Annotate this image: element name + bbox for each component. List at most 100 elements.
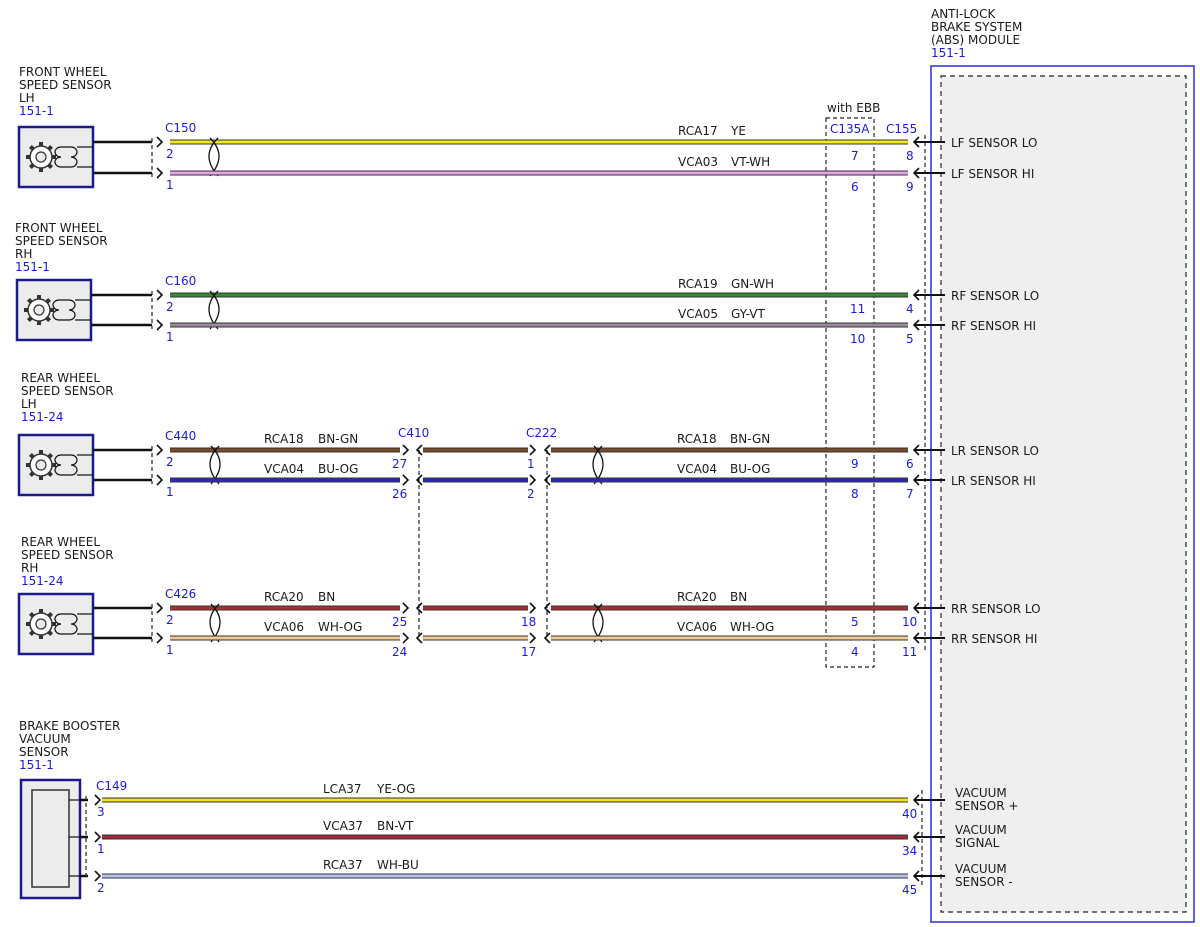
wire-color-label: GN-WH <box>731 277 774 291</box>
c222-pin: 1 <box>527 457 535 471</box>
wire-circuit-label: RCA37 <box>323 858 363 872</box>
component-pin: 2 <box>97 881 105 895</box>
ebb-connector-box: with EBB C135A <box>825 101 880 668</box>
connector-pin-arrow <box>156 136 164 148</box>
abs-signal-label: LR SENSOR HI <box>951 474 1036 488</box>
c222-pin: 17 <box>521 645 536 659</box>
wire-circuit-label: RCA19 <box>678 277 718 291</box>
wire-color-label: BN-GN <box>730 432 770 446</box>
component-pin: 3 <box>97 805 105 819</box>
wire-color-label: BN-VT <box>377 819 414 833</box>
abs-pin: 40 <box>902 807 917 821</box>
connector-pin-arrow <box>94 870 102 882</box>
gear-icon <box>26 450 56 480</box>
gear-icon <box>26 142 56 172</box>
abs-signal-label: SIGNAL <box>955 836 1000 850</box>
abs-signal-label: SENSOR + <box>955 799 1018 813</box>
component-name-line: LH <box>19 91 35 105</box>
component-name-line: VACUUM <box>19 732 71 746</box>
coil-icon <box>52 299 91 321</box>
component-name-line: FRONT WHEEL <box>15 221 103 235</box>
connector-pin-arrow <box>156 632 164 644</box>
component-ref: 151-1 <box>15 260 50 274</box>
abs-module-ref: 151-1 <box>931 46 966 60</box>
sensor-element-icon <box>31 789 70 888</box>
abs-signal-label: RR SENSOR HI <box>951 632 1037 646</box>
wire-circuit-label: RCA18 <box>677 432 717 446</box>
wire-color-label: YE-OG <box>376 782 415 796</box>
component-pin: 2 <box>166 300 174 314</box>
component-pin: 2 <box>166 147 174 161</box>
connector-pin-arrow <box>415 474 423 486</box>
ebb-pin: 4 <box>851 645 859 659</box>
connector-pin-arrow <box>415 632 423 644</box>
abs-module: ANTI-LOCK BRAKE SYSTEM (ABS) MODULE 151-… <box>930 7 1195 923</box>
ebb-pin: 11 <box>850 302 865 316</box>
component-pin: 1 <box>166 178 174 192</box>
connector-pin-arrow <box>529 632 537 644</box>
component-connector-label: C160 <box>165 274 196 288</box>
ebb-pin: 8 <box>851 487 859 501</box>
component-pin: 1 <box>166 485 174 499</box>
abs-pin: 45 <box>902 883 917 897</box>
wire-circuit-label: VCA06 <box>264 620 304 634</box>
abs-signal-label: LF SENSOR LO <box>951 136 1038 150</box>
abs-pin: 7 <box>906 487 914 501</box>
coil-icon <box>54 146 93 168</box>
c222-pin: 18 <box>521 615 536 629</box>
wire-color-label: WH-BU <box>377 858 419 872</box>
component-ref: 151-1 <box>19 104 54 118</box>
connector-pin-arrow <box>415 444 423 456</box>
ebb-pin: 6 <box>851 180 859 194</box>
component-connector-label: C440 <box>165 429 196 443</box>
connector-pin-arrow <box>543 632 551 644</box>
wire-color-label: BN <box>730 590 747 604</box>
inline-connector-c222-label: C222 <box>526 426 557 440</box>
abs-signal-label: LF SENSOR HI <box>951 167 1034 181</box>
wire-color-label: YE <box>730 124 746 138</box>
connector-pin-arrow <box>529 602 537 614</box>
ebb-pin: 5 <box>851 615 859 629</box>
abs-pin: 8 <box>906 149 914 163</box>
component-pin: 2 <box>166 455 174 469</box>
component-pin: 2 <box>166 613 174 627</box>
ebb-pin: 9 <box>851 457 859 471</box>
abs-signal-label: SENSOR - <box>955 875 1013 889</box>
abs-signal-label: VACUUM <box>955 786 1007 800</box>
component-ref: 151-1 <box>19 758 54 772</box>
gear-icon <box>24 295 54 325</box>
connector-pin-arrow <box>402 632 410 644</box>
c222-pin: 2 <box>527 487 535 501</box>
connector-pin-arrow <box>156 602 164 614</box>
component-ref: 151-24 <box>21 410 64 424</box>
connector-pin-arrow <box>156 444 164 456</box>
wire-circuit-label: VCA04 <box>264 462 304 476</box>
component-pin: 1 <box>166 643 174 657</box>
gear-icon <box>26 609 56 639</box>
abs-signal-label: RF SENSOR HI <box>951 319 1036 333</box>
wire-circuit-label: VCA04 <box>677 462 717 476</box>
abs-pin: 9 <box>906 180 914 194</box>
connector-pin-arrow <box>94 794 102 806</box>
component-name-line: SPEED SENSOR <box>21 384 114 398</box>
wire-color-label: BN-GN <box>318 432 358 446</box>
component-name-line: RH <box>21 561 38 575</box>
abs-module-title-line-3: (ABS) MODULE <box>931 33 1020 47</box>
connector-pin-arrow <box>529 474 537 486</box>
wire-circuit-label: VCA37 <box>323 819 363 833</box>
abs-pin: 4 <box>906 302 914 316</box>
ebb-pin: 10 <box>850 332 865 346</box>
component-name-line: SENSOR <box>19 745 69 759</box>
